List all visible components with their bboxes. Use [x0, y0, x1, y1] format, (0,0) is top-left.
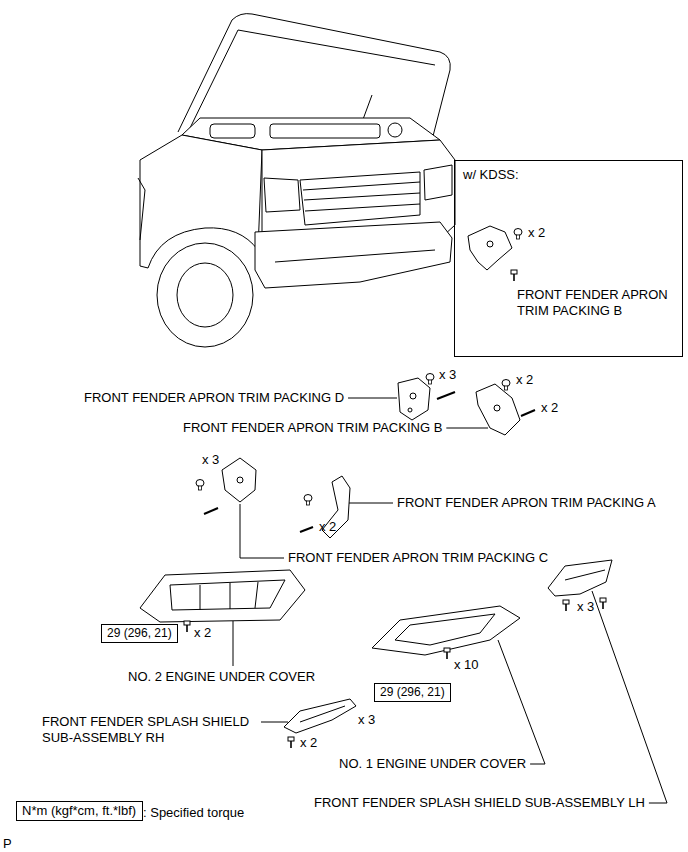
callout-label: FRONT FENDER APRON TRIM PACKING B: [517, 287, 677, 318]
leader-line: [348, 398, 397, 399]
part-name: NO. 1 ENGINE UNDER COVER: [339, 756, 526, 772]
legend-text: : Specified torque: [143, 805, 244, 821]
part-name: FRONT FENDER APRON TRIM PACKING C: [288, 550, 548, 566]
leader-line: [240, 504, 284, 558]
part-name: FRONT FENDER SPLASH SHIELD SUB-ASSEMBLY …: [314, 795, 645, 811]
leader-line: [592, 591, 667, 803]
box-text: N*m (kgf*cm, ft.*lbf): [22, 803, 136, 819]
quantity: x 3: [358, 712, 375, 728]
part-name: FRONT FENDER APRON TRIM PACKING B: [183, 420, 442, 436]
box-text: 29 (296, 21): [107, 626, 172, 640]
quantity: x 2: [194, 625, 211, 641]
quantity: x 3: [202, 452, 219, 468]
part-name: FRONT FENDER APRON TRIM PACKING A: [397, 495, 656, 511]
unit-box: N*m (kgf*cm, ft.*lbf): [16, 801, 143, 821]
quantity: x 10: [454, 657, 479, 673]
leader-line: [261, 722, 288, 723]
quantity: x 3: [577, 599, 594, 615]
torque-box: 29 (296, 21): [101, 624, 178, 643]
leader-line: [446, 428, 488, 429]
callout-label: x 2: [528, 225, 545, 241]
figure-code: P: [3, 836, 12, 852]
quantity: x 3: [439, 367, 456, 383]
box-text: w/ KDSS:: [463, 167, 519, 183]
torque-box: 29 (296, 21): [374, 683, 451, 702]
quantity: x 2: [319, 519, 336, 535]
leader-line: [498, 640, 545, 764]
quantity: x 2: [541, 400, 558, 416]
part-name: FRONT FENDER APRON TRIM PACKING D: [84, 390, 344, 406]
part-name: NO. 2 ENGINE UNDER COVER: [128, 669, 315, 685]
quantity: x 2: [300, 735, 317, 751]
quantity: x 2: [516, 372, 533, 388]
box-text: 29 (296, 21): [380, 685, 445, 699]
part-name: FRONT FENDER SPLASH SHIELD SUB-ASSEMBLY …: [42, 714, 257, 745]
leader-line: [349, 503, 393, 504]
variant-box: w/ KDSS: x 2 FRONT FENDER APRON TRIM PACKI…: [454, 160, 683, 357]
